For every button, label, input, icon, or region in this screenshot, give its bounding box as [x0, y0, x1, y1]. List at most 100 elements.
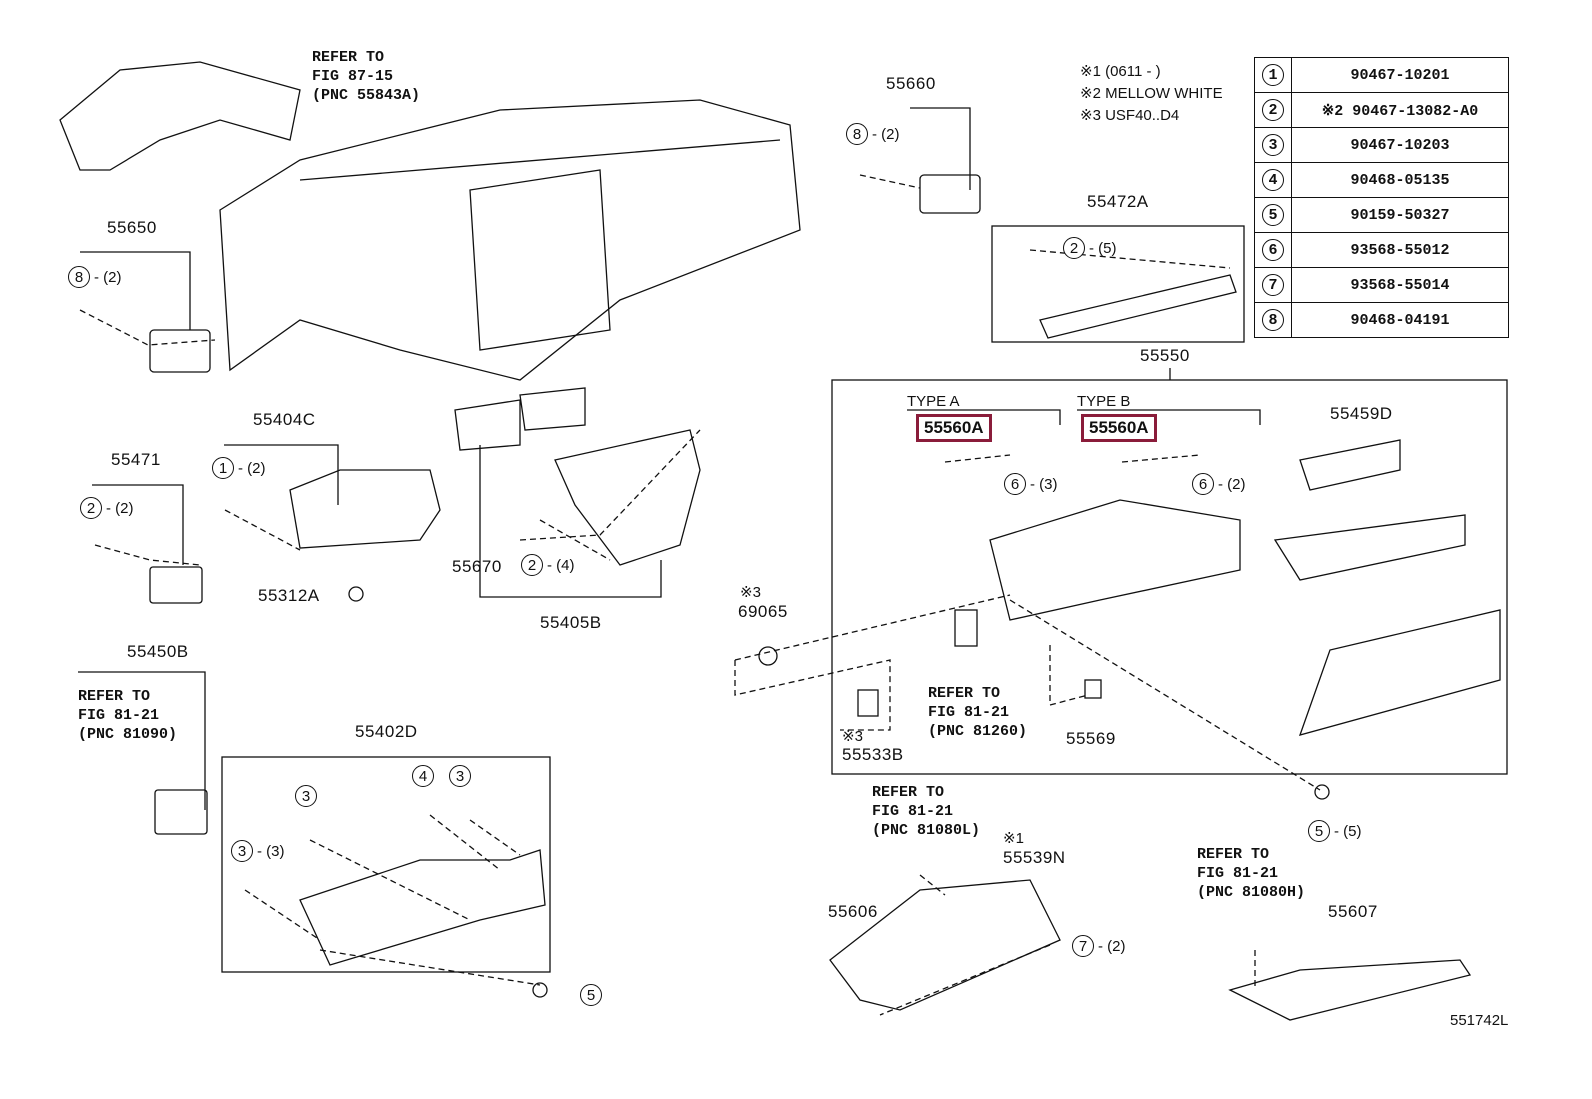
part-55670[interactable]: 55670 — [452, 557, 502, 576]
callout-type-b-screw[interactable]: 6- (2) — [1192, 473, 1246, 495]
clip-69065-sketch — [758, 646, 778, 666]
part-55539N[interactable]: 55539N — [1003, 848, 1066, 867]
callout-55402D-clip-d[interactable]: 3- (3) — [231, 840, 285, 862]
callout-qty: - (2) — [106, 499, 134, 517]
callout-number: 7 — [1072, 935, 1094, 957]
callout-55402D-clip-c[interactable]: 3 — [449, 765, 475, 787]
callout-number: 2 — [521, 554, 543, 576]
part-55650[interactable]: 55650 — [107, 218, 157, 237]
callout-55402D-screw[interactable]: 5 — [580, 984, 606, 1006]
legend-index: 7 — [1262, 274, 1284, 296]
part-55402D[interactable]: 55402D — [355, 722, 418, 741]
callout-number: 2 — [80, 497, 102, 519]
part-55569[interactable]: 55569 — [1066, 729, 1116, 748]
callout-number: 3 — [295, 785, 317, 807]
callout-number: 3 — [449, 765, 471, 787]
frame-55402D — [221, 756, 551, 973]
part-55560A-type-a-highlighted[interactable]: 55560A — [916, 414, 992, 442]
lower-panel-55402D-sketch — [299, 849, 546, 966]
legend-index: 3 — [1262, 134, 1284, 156]
mark-3-69065: ※3 — [740, 584, 761, 601]
callout-qty: - (5) — [1334, 822, 1362, 840]
clip-55569-sketch — [1084, 679, 1102, 699]
bracket-55450B-sketch — [154, 789, 208, 835]
legend-index: 2 — [1262, 99, 1284, 121]
part-55560A-type-b-highlighted[interactable]: 55560A — [1081, 414, 1157, 442]
part-55660[interactable]: 55660 — [886, 74, 936, 93]
door-55459D-sketch — [1273, 439, 1466, 581]
callout-qty: - (3) — [257, 842, 285, 860]
vents-55670-sketch — [454, 387, 586, 451]
callout-55402D-clip-a[interactable]: 3 — [295, 785, 321, 807]
part-69065[interactable]: 69065 — [738, 602, 788, 621]
connector-81260-sketch — [954, 609, 978, 647]
callout-55402D-clip-b[interactable]: 4 — [412, 765, 438, 787]
clip-55533B-sketch — [857, 689, 879, 717]
part-55312A[interactable]: 55312A — [258, 586, 320, 605]
callout-number: 6 — [1004, 473, 1026, 495]
refer-note-81260: REFER TO FIG 81-21 (PNC 81260) — [928, 685, 1028, 740]
part-55405B[interactable]: 55405B — [540, 613, 602, 632]
legend-part-number: 90467-10203 — [1291, 127, 1509, 163]
note-2: ※2 MELLOW WHITE — [1080, 85, 1223, 102]
callout-qty: - (2) — [1098, 937, 1126, 955]
type-b-label: TYPE B — [1077, 393, 1131, 410]
callout-55405B[interactable]: 2- (4) — [521, 554, 575, 576]
callout-glovebox-screw[interactable]: 5- (5) — [1308, 820, 1362, 842]
callout-number: 8 — [846, 123, 868, 145]
note-1: ※1 (0611 - ) — [1080, 63, 1161, 80]
callout-55471[interactable]: 2- (2) — [80, 497, 134, 519]
legend-part-number: 90468-04191 — [1291, 302, 1509, 338]
part-55471[interactable]: 55471 — [111, 450, 161, 469]
part-55550[interactable]: 55550 — [1140, 346, 1190, 365]
callout-55660[interactable]: 8- (2) — [846, 123, 900, 145]
callout-number: 2 — [1063, 237, 1085, 259]
vent-55650-sketch — [149, 329, 211, 373]
legend-row: 7 93568-55014 — [1254, 267, 1509, 303]
legend-row: 3 90467-10203 — [1254, 127, 1509, 163]
part-55533B[interactable]: 55533B — [842, 745, 904, 764]
callout-55606-screw[interactable]: 7- (2) — [1072, 935, 1126, 957]
callout-55404C[interactable]: 1- (2) — [212, 457, 266, 479]
callout-55650[interactable]: 8- (2) — [68, 266, 122, 288]
clip-55312A-sketch — [348, 586, 364, 602]
note-3: ※3 USF40..D4 — [1080, 107, 1180, 124]
type-a-label: TYPE A — [907, 393, 960, 410]
callout-qty: - (4) — [547, 556, 575, 574]
refer-note-81080L: REFER TO FIG 81-21 (PNC 81080L) — [872, 784, 981, 839]
callout-qty: - (2) — [238, 459, 266, 477]
callout-qty: - (5) — [1089, 239, 1117, 257]
panel-55607-sketch — [1228, 959, 1472, 1021]
mark-1-55539N: ※1 — [1003, 830, 1024, 847]
callout-number: 4 — [412, 765, 434, 787]
panel-55472A-sketch — [1039, 274, 1237, 339]
refer-note-duct: REFER TO FIG 87-15 (PNC 55843A) — [312, 49, 421, 104]
legend-index: 4 — [1262, 169, 1284, 191]
callout-type-a-screw[interactable]: 6- (3) — [1004, 473, 1058, 495]
callout-qty: - (2) — [872, 125, 900, 143]
part-55459D[interactable]: 55459D — [1330, 404, 1393, 423]
callout-55472A[interactable]: 2- (5) — [1063, 237, 1117, 259]
part-55450B[interactable]: 55450B — [127, 642, 189, 661]
legend-index: 6 — [1262, 239, 1284, 261]
legend-part-number: 93568-55014 — [1291, 267, 1509, 303]
part-55472A[interactable]: 55472A — [1087, 192, 1149, 211]
callout-number: 3 — [231, 840, 253, 862]
figure-code: 551742L — [1450, 1012, 1509, 1029]
part-55606[interactable]: 55606 — [828, 902, 878, 921]
callout-number: 5 — [1308, 820, 1330, 842]
refer-note-81080H: REFER TO FIG 81-21 (PNC 81080H) — [1197, 846, 1306, 901]
refer-note-81090: REFER TO FIG 81-21 (PNC 81090) — [78, 688, 178, 743]
dashboard-sketch — [219, 99, 801, 381]
frame-55472A — [991, 225, 1245, 343]
legend-index: 1 — [1262, 64, 1284, 86]
part-55607[interactable]: 55607 — [1328, 902, 1378, 921]
callout-qty: - (3) — [1030, 475, 1058, 493]
part-55404C[interactable]: 55404C — [253, 410, 316, 429]
legend-index: 5 — [1262, 204, 1284, 226]
legend-part-number: 90159-50327 — [1291, 197, 1509, 233]
